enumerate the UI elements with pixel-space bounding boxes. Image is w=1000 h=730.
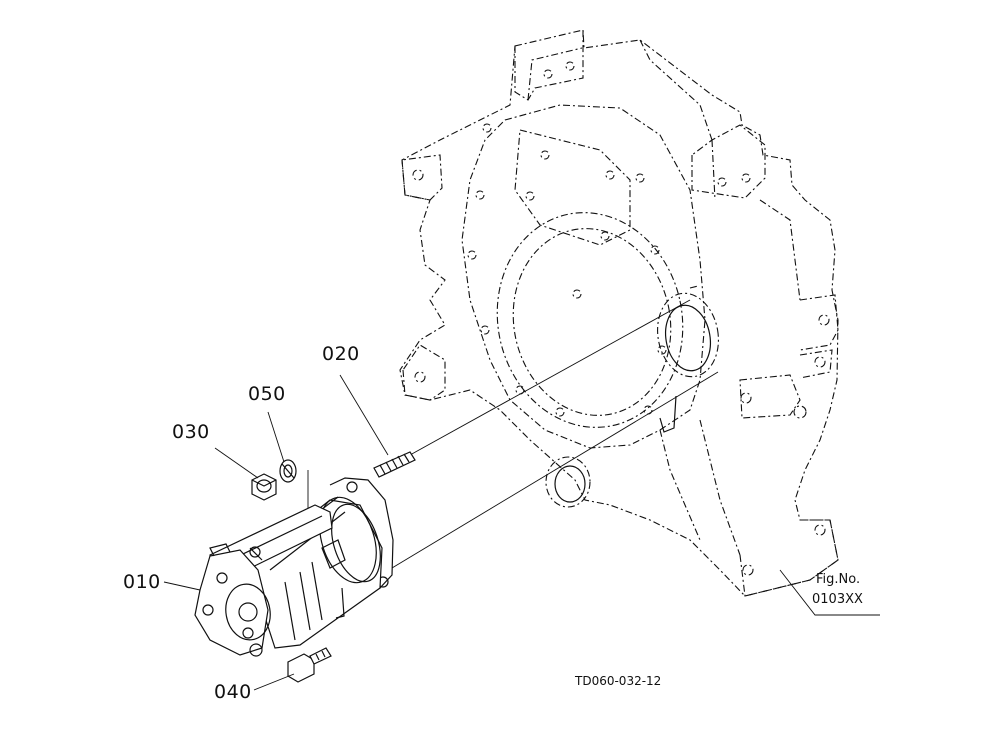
flywheel-housing xyxy=(399,29,839,597)
drawing-code: TD060-032-12 xyxy=(575,674,662,688)
starter-motor xyxy=(194,477,394,657)
nut-030 xyxy=(251,473,277,501)
stud-020 xyxy=(373,451,416,478)
figure-ref-number: 0103XX xyxy=(812,592,863,607)
bolt-040 xyxy=(287,647,332,683)
part-label-020: 020 xyxy=(322,343,360,365)
washer-050 xyxy=(279,459,297,483)
part-label-030: 030 xyxy=(172,421,210,443)
alignment-lines xyxy=(307,299,719,569)
leader-lines xyxy=(163,374,880,691)
part-label-050: 050 xyxy=(248,383,286,405)
part-label-010: 010 xyxy=(123,571,161,593)
part-label-040: 040 xyxy=(214,681,252,703)
figure-ref-label: Fig.No. xyxy=(816,572,861,587)
